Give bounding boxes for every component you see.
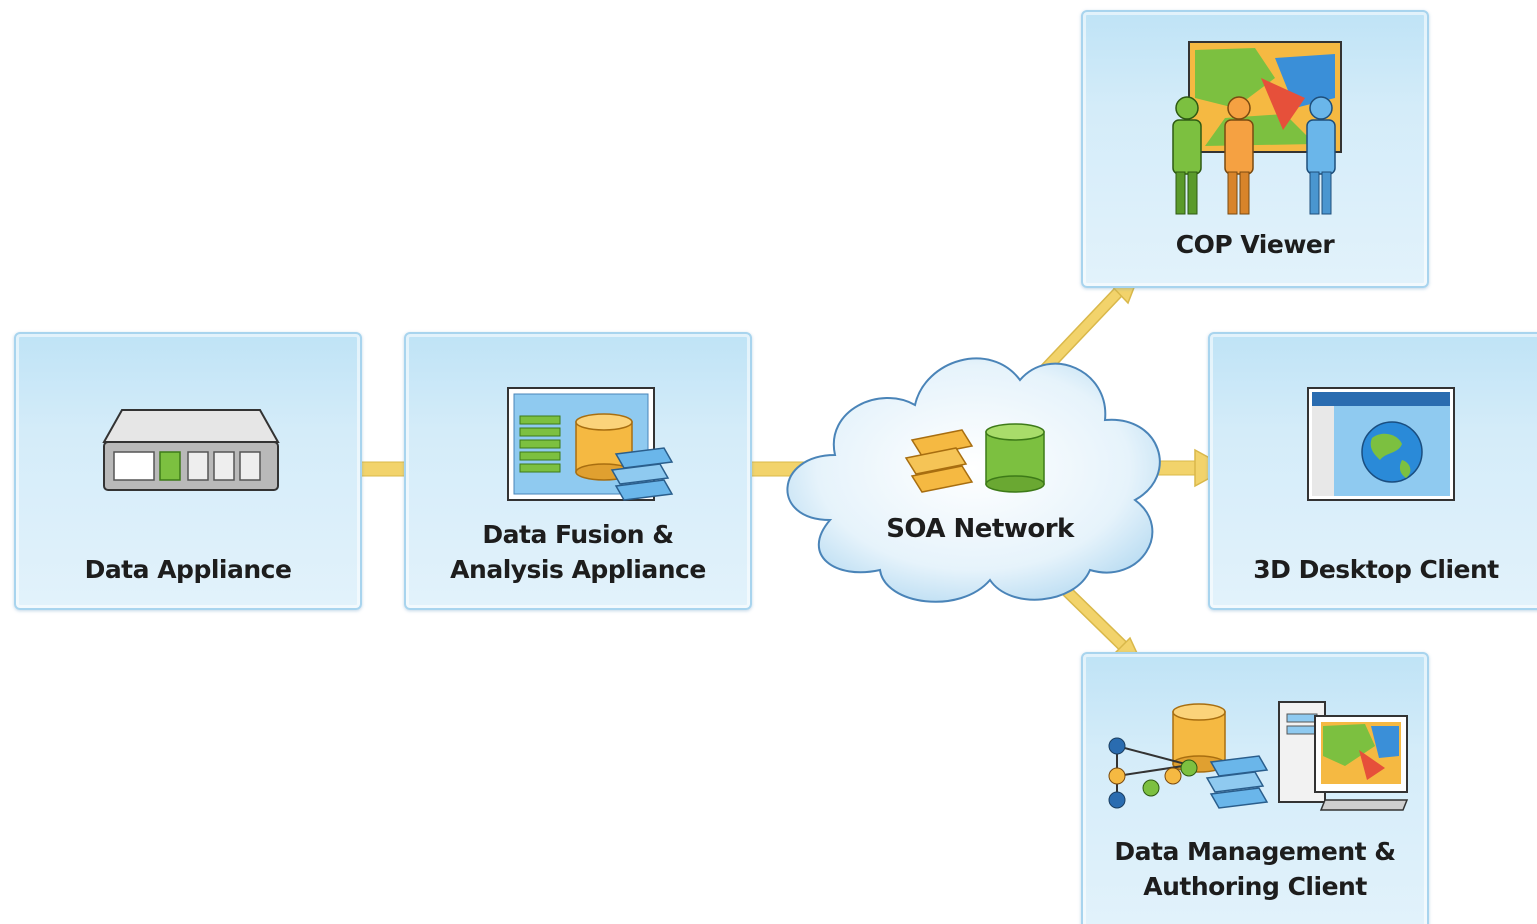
fusion-analysis-icon [507, 387, 674, 501]
cop-viewer-icon [1172, 41, 1342, 215]
node-label: Data Appliance [84, 555, 292, 584]
node-label: COP Viewer [1175, 230, 1335, 259]
desktop-globe-icon [1307, 387, 1455, 501]
database-icon [985, 423, 1045, 493]
layers-icon [904, 429, 974, 493]
node-data-appliance[interactable]: Data Appliance [14, 332, 362, 610]
node-cop-viewer[interactable]: COP Viewer [1081, 10, 1429, 288]
node-label-line2: Authoring Client [1143, 872, 1367, 901]
server-appliance-icon [102, 409, 280, 491]
node-data-fusion-appliance[interactable]: Data Fusion & Analysis Appliance [404, 332, 752, 610]
connector-appliance-fusion [359, 461, 409, 477]
workstation-icon [1278, 701, 1409, 811]
node-label-line1: Data Management & [1114, 837, 1396, 866]
soa-network-label: SOA Network [886, 514, 1074, 544]
node-label-line2: Analysis Appliance [450, 555, 706, 584]
data-management-icon [1108, 703, 1269, 809]
node-label: 3D Desktop Client [1253, 555, 1499, 584]
soa-cloud [786, 357, 1161, 603]
node-authoring-client[interactable]: Data Management & Authoring Client [1081, 652, 1429, 924]
node-3d-desktop-client[interactable]: 3D Desktop Client [1208, 332, 1537, 610]
node-label-line1: Data Fusion & [482, 520, 674, 549]
